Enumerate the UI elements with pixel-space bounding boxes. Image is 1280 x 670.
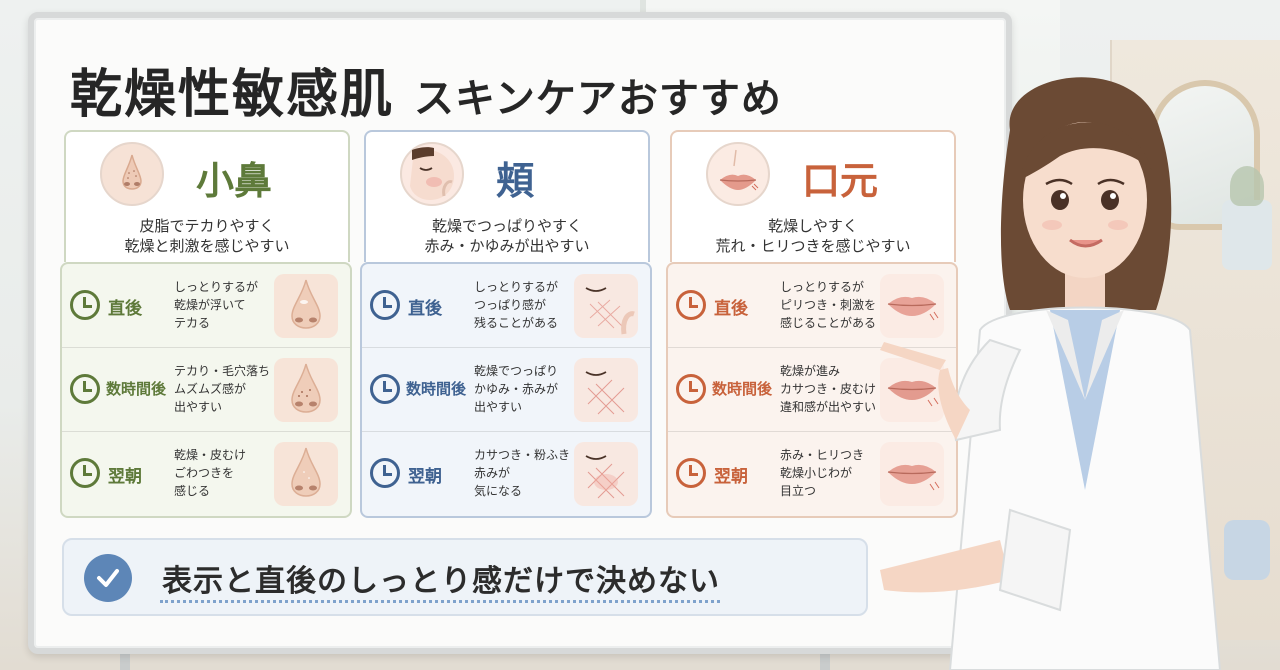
- cheek-icon: [400, 142, 464, 206]
- cheek-icon: [574, 274, 638, 338]
- cheek-icon: [574, 442, 638, 506]
- board-leg: [120, 652, 130, 670]
- column-header: 口元 乾燥しやすく 荒れ・ヒリつきを感じやすい: [670, 130, 956, 262]
- lips-icon: [880, 274, 944, 338]
- clock-icon: [676, 290, 706, 320]
- banner-underline: [160, 600, 720, 603]
- stage-list: 直後 しっとりするが乾燥が浮いてテカる 数時間後 テカり・毛穴落ちムズムズ感が出…: [60, 262, 352, 518]
- stage-label: 直後: [714, 299, 748, 319]
- cheek-icon: [574, 358, 638, 422]
- column-nose: 小鼻 皮脂でテカりやすく 乾燥と刺激を感じやすい 直後 しっとりするが乾燥が浮い…: [60, 130, 352, 518]
- stage-label: 直後: [408, 299, 442, 319]
- stage-row: 数時間後 乾燥でつっぱりかゆみ・赤みが出やすい: [362, 348, 650, 432]
- stage-list: 直後 しっとりするがつっぱり感が残ることがある 数時間後 乾燥でつっぱりかゆみ・…: [360, 262, 652, 518]
- area-description: 乾燥でつっぱりやすく 赤み・かゆみが出やすい: [424, 217, 590, 255]
- presenter-illustration: [880, 77, 1222, 670]
- stage-description: カサつき・粉ふき赤みが気になる: [474, 448, 571, 498]
- area-description: 乾燥しやすく 荒れ・ヒリつきを感じやすい: [715, 217, 911, 255]
- lips-icon: [880, 442, 944, 506]
- area-name: 口元: [802, 159, 879, 203]
- stage-label: 数時間後: [712, 380, 773, 398]
- background-jar: [1224, 520, 1270, 580]
- stage-label: 直後: [108, 299, 142, 319]
- stage-description: しっとりするが乾燥が浮いてテカる: [174, 280, 259, 330]
- nose-icon: [100, 142, 164, 206]
- stage-description: テカり・毛穴落ちムズムズ感が出やすい: [174, 364, 271, 414]
- stage-row: 数時間後 乾燥が進みカサつき・皮むけ違和感が出やすい: [668, 348, 956, 432]
- stage-description: 赤み・ヒリつき乾燥小じわが目立つ: [780, 448, 865, 498]
- column-header: 頬 乾燥でつっぱりやすく 赤み・かゆみが出やすい: [364, 130, 650, 262]
- banner-text: 表示と直後のしっとり感だけで決めない: [162, 564, 720, 599]
- nose-icon: [274, 442, 338, 506]
- nose-icon: [274, 358, 338, 422]
- title-main: 乾燥性敏感肌: [70, 64, 395, 125]
- clock-icon: [676, 458, 706, 488]
- background-plant: [1222, 166, 1272, 270]
- clock-icon: [70, 290, 100, 320]
- title-sub: スキンケアおすすめ: [414, 76, 782, 122]
- column-header: 小鼻 皮脂でテカりやすく 乾燥と刺激を感じやすい: [64, 130, 350, 262]
- clock-icon: [370, 458, 400, 488]
- stage-row: 翌朝 乾燥・皮むけごわつきを感じる: [62, 432, 350, 516]
- stage-description: 乾燥・皮むけごわつきを感じる: [174, 448, 247, 498]
- nose-icon: [274, 274, 338, 338]
- clock-icon: [70, 458, 100, 488]
- area-description: 皮脂でテカりやすく 乾燥と刺激を感じやすい: [124, 217, 290, 255]
- board-leg: [820, 652, 830, 670]
- check-icon: [84, 554, 132, 602]
- stage-row: 数時間後 テカり・毛穴落ちムズムズ感が出やすい: [62, 348, 350, 432]
- stage-label: 翌朝: [108, 467, 142, 487]
- stage-row: 直後 しっとりするが乾燥が浮いてテカる: [62, 264, 350, 348]
- stage-description: 乾燥でつっぱりかゆみ・赤みが出やすい: [474, 364, 559, 414]
- clock-icon: [370, 374, 400, 404]
- stage-description: しっとりするがピリつき・刺激を感じることがある: [780, 280, 877, 330]
- stage-label: 数時間後: [106, 380, 167, 398]
- clock-icon: [676, 374, 706, 404]
- page-title: 乾燥性敏感肌 スキンケアおすすめ: [70, 52, 950, 127]
- clock-icon: [70, 374, 100, 404]
- stage-list: 直後 しっとりするがピリつき・刺激を感じることがある 数時間後 乾燥が進みカサつ…: [666, 262, 958, 518]
- area-name: 小鼻: [196, 159, 273, 203]
- lips-icon: [880, 358, 944, 422]
- stage-description: 乾燥が進みカサつき・皮むけ違和感が出やすい: [780, 364, 877, 414]
- clock-icon: [370, 290, 400, 320]
- stage-label: 数時間後: [406, 380, 467, 398]
- stage-label: 翌朝: [408, 467, 442, 487]
- stage-description: しっとりするがつっぱり感が残ることがある: [474, 280, 559, 330]
- key-point-banner: 表示と直後のしっとり感だけで決めない: [62, 538, 868, 616]
- stage-row: 直後 しっとりするがピリつき・刺激を感じることがある: [668, 264, 956, 348]
- stage-label: 翌朝: [714, 467, 748, 487]
- stage-row: 翌朝 カサつき・粉ふき赤みが気になる: [362, 432, 650, 516]
- area-name: 頬: [496, 159, 535, 203]
- lips-icon: [706, 142, 770, 206]
- column-cheek: 頬 乾燥でつっぱりやすく 赤み・かゆみが出やすい 直後 しっとりするがつっぱり感…: [360, 130, 652, 518]
- stage-row: 翌朝 赤み・ヒリつき乾燥小じわが目立つ: [668, 432, 956, 516]
- column-lips: 口元 乾燥しやすく 荒れ・ヒリつきを感じやすい 直後 しっとりするがピリつき・刺…: [666, 130, 958, 518]
- stage-row: 直後 しっとりするがつっぱり感が残ることがある: [362, 264, 650, 348]
